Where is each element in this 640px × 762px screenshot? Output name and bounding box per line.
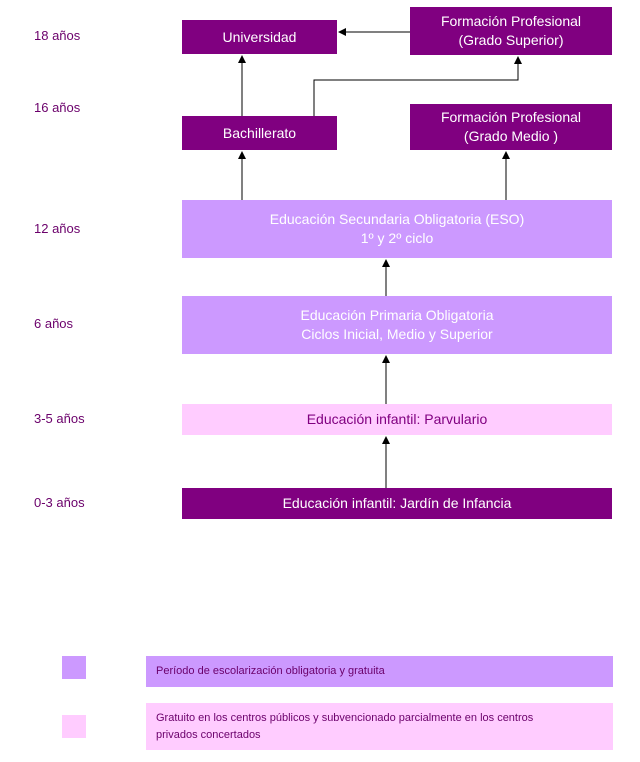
universidad-box: Universidad — [182, 20, 337, 54]
age-18: 18 años — [34, 28, 81, 43]
universidad-label: Universidad — [222, 28, 297, 45]
fp-medio-line1: Formación Profesional — [440, 109, 582, 125]
bachillerato-label: Bachillerato — [222, 124, 297, 141]
legend-swatch-gratuito — [62, 715, 86, 738]
eso-line2: 1º y 2º ciclo — [360, 230, 434, 246]
age-3-5: 3-5 años — [34, 411, 85, 426]
legend-gratuito: Gratuito en los centros públicos y subve… — [146, 703, 613, 750]
primaria-line1: Educación Primaria Obligatoria — [300, 307, 494, 323]
fp-superior-line1: Formación Profesional — [440, 13, 582, 29]
jardin-box: Educación infantil: Jardín de Infancia — [182, 488, 612, 519]
age-12: 12 años — [34, 221, 81, 236]
fp-superior-box: Formación Profesional (Grado Superior) — [410, 7, 612, 55]
legend-gratuito-line1: Gratuito en los centros públicos y subve… — [156, 711, 534, 724]
arrow-bachillerato-to-fp-superior — [313, 56, 522, 116]
primaria-box: Educación Primaria Obligatoria Ciclos In… — [182, 296, 612, 354]
eso-line1: Educación Secundaria Obligatoria (ESO) — [269, 211, 525, 227]
fp-medio-box: Formación Profesional (Grado Medio ) — [410, 104, 612, 150]
legend-obligatoria-text: Período de escolarización obligatoria y … — [156, 665, 385, 677]
primaria-line2: Ciclos Inicial, Medio y Superior — [301, 326, 493, 342]
eso-box: Educación Secundaria Obligatoria (ESO) 1… — [182, 200, 612, 258]
legend-swatch-obligatoria — [62, 656, 86, 679]
age-6: 6 años — [34, 316, 74, 331]
parvulario-label: Educación infantil: Parvulario — [306, 411, 488, 427]
age-0-3: 0-3 años — [34, 495, 85, 510]
fp-superior-line2: (Grado Superior) — [458, 32, 564, 48]
age-16: 16 años — [34, 100, 81, 115]
jardin-label: Educación infantil: Jardín de Infancia — [282, 495, 512, 511]
fp-medio-line2: (Grado Medio ) — [463, 128, 559, 144]
bachillerato-box: Bachillerato — [182, 116, 337, 150]
legend-gratuito-line2: privados concertados — [156, 728, 261, 741]
legend-obligatoria: Período de escolarización obligatoria y … — [146, 656, 613, 687]
parvulario-box: Educación infantil: Parvulario — [182, 404, 612, 435]
